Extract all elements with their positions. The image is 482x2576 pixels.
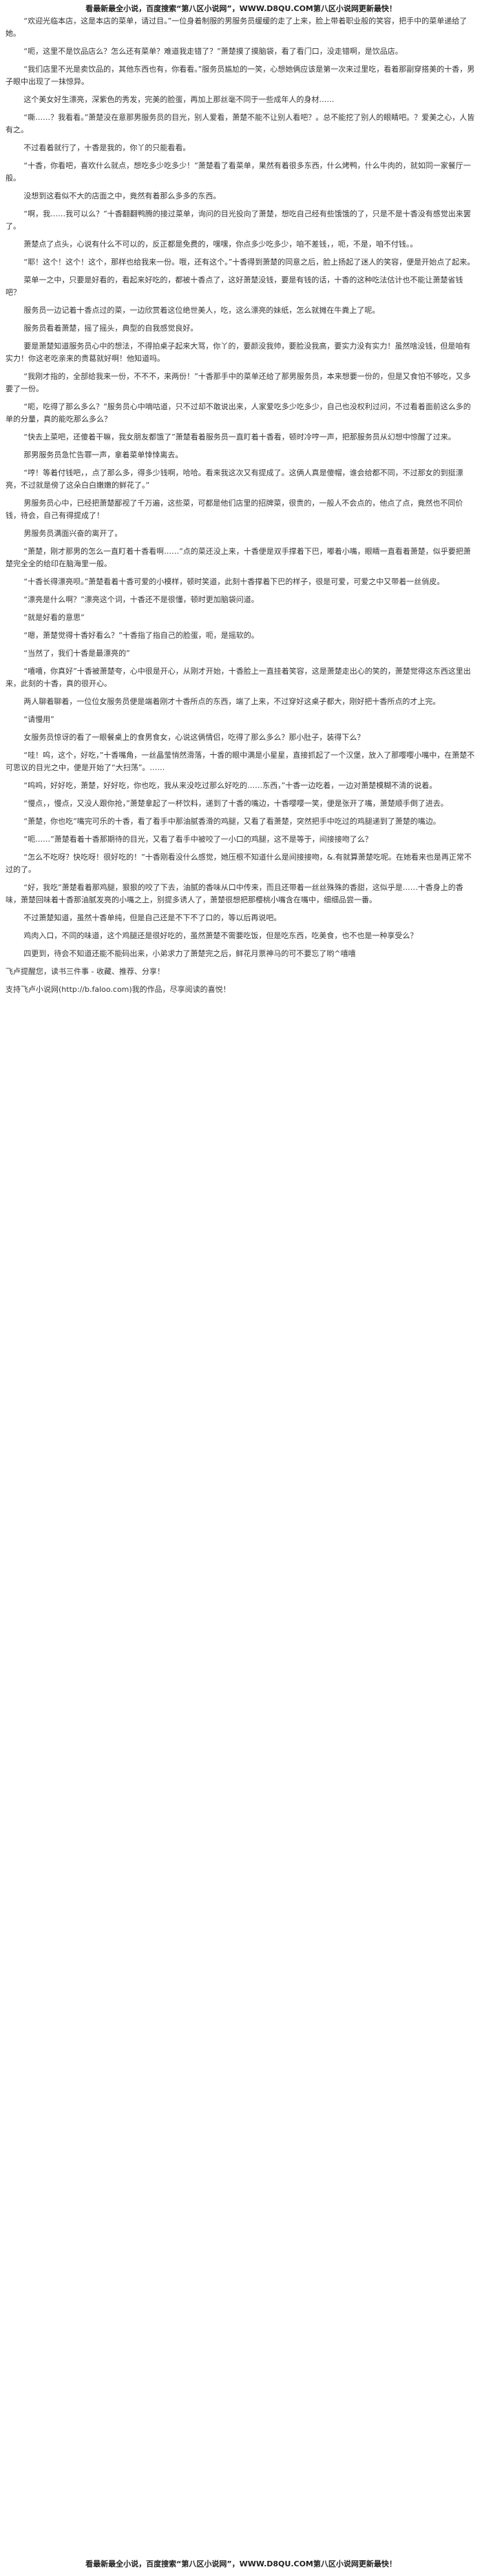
story-paragraph: “呃……”萧楚看着十香那期待的目光，又看了看手中被咬了一小口的鸡腿，这不是等于，… (23, 835, 373, 844)
story-paragraph: 不过萧楚知道，虽然十香单纯，但是自己还是不下不了口的，等以后再说吧。 (23, 913, 282, 922)
story-paragraph: 男服务员满面兴奋的离开了。 (23, 529, 123, 538)
story-paragraph: “嘶……？我看看。”萧楚没在意那男服务员的目光，别人爱看，萧楚不能不让别人看吧？… (6, 113, 475, 134)
story-paragraph: “漂亮是什么啊？”漂亮这个词，十香还不是很懂，顿时更加脑袋问道。 (23, 595, 259, 604)
reader-reminder: 飞卢提醒您，读书三件事 - 收藏、推荐、分享！ (6, 967, 165, 976)
story-paragraph: “十香长得漂亮呗。”萧楚看着十香可爱的小模样，顿时笑道，此刻十香撑着下巴的样子，… (23, 577, 445, 586)
story-paragraph: “哼！等着付钱吧，，点了那么多，得多少钱啊，哈哈。看来我这次又有提成了。这俩人真… (6, 468, 463, 490)
story-paragraph: “哇！呜，这个，好吃，”十香嘴角，一丝晶莹悄然滑落，十香的眼中满是小星星，直接抓… (6, 751, 475, 772)
story-paragraph: 没想到这看似不大的店面之中，竟然有着那么多多的东西。 (23, 191, 221, 200)
story-paragraph: “呃，吃得了那么多么？”服务员心中嘀咕道，只不过却不敢说出来，人家爱吃多少吃多少… (6, 402, 471, 424)
story-paragraph: “萧楚，你也吃”嘴完可乐的十香，看了看手中那油腻香滑的鸡腿，又看了看萧楚，突然把… (23, 817, 441, 826)
story-paragraph: “好，我吃”萧楚看着那鸡腿，狠狠的咬了下去，油腻的香味从口中传来，而且还带着一丝… (6, 883, 463, 904)
story-paragraph: 这个美女好生漂亮，深紫色的秀发，完美的脸蛋，再加上那丝毫不同于一些成年人的身材…… (23, 95, 335, 104)
story-paragraph: “就是好看的意思” (23, 613, 85, 622)
story-paragraph: “啊，我……我可以么？”十香翻翻鸭腾的接过菜单，询问的目光投向了萧楚，想吃自己经… (6, 209, 471, 231)
story-paragraph: 萧楚点了点头，心说有什么不可以的，反正都是免费的，嘿嘿，你点多少吃多少，咱不差钱… (23, 240, 418, 249)
story-paragraph: “耶！这个！这个！这个，那样也给我来一份。哦，还有这个。”十香得到萧楚的同意之后… (23, 258, 475, 267)
story-paragraph: 男服务员心中，已经把萧楚鄙视了千万遍，这些菜，可都是他们店里的招牌菜，很贵的，一… (6, 499, 463, 520)
chapter-body: “欢迎光临本店，这是本店的菜单，请过目。”一位身着制服的男服务员缓缓的走了上来，… (6, 15, 475, 1001)
story-paragraph: “十香，你看吧，喜欢什么就点，想吃多少吃多少！”萧楚看了看菜单，果然有着很多东西… (6, 161, 471, 183)
story-paragraph: “慢点，，慢点，又没人跟你抢，”萧楚拿起了一杯饮料，递到了十香的嘴边，十香嘤嘤一… (23, 799, 448, 808)
story-paragraph: “当然了，我们十香是最漂亮的” (23, 649, 130, 658)
story-paragraph: “萧楚，刚才那男的怎么一直盯着十香看啊……”点的菜还没上来，十香便是双手撑着下巴… (6, 547, 471, 568)
story-paragraph: “嗯，萧楚觉得十香好看么？”十香指了指自己的脸蛋，呃，是摇软的。 (23, 631, 259, 640)
site-banner-bottom: 看最新最全小说，百度搜索“第八区小说网”，WWW.D8QU.COM第八区小说网更… (85, 2559, 397, 2568)
story-paragraph: “请慢用” (23, 715, 54, 724)
story-paragraph: 服务员看着萧楚，摇了摇头，典型的自我感觉良好。 (23, 324, 198, 333)
story-paragraph: 那男服务员急忙告罪一声，拿着菜单悻悻离去。 (23, 450, 183, 459)
story-paragraph: “怎么不吃呀？快吃呀！很好吃的！”十香刚看没什么感觉，她压根不知道什么是间接接吻… (6, 853, 472, 874)
story-paragraph: 服务员一边记着十香点过的菜，一边欣赏着这位绝世美人，吃，这么漂亮的妹纸，怎么就摊… (23, 306, 380, 315)
story-paragraph: “呃，这里不是饮品店么？怎么还有菜单？难道我走错了？”萧楚摸了摸脑袋，看了看门口… (23, 47, 403, 56)
story-paragraph: “我刚才指的，全部给我来一份，不不不，来两份！”十香那手中的菜单还给了那男服务员… (6, 372, 471, 393)
story-paragraph: 鸡肉入口，不同的味道，这个鸡腿还是很好吃的，虽然萧楚不需要吃饭，但是吃东西，吃美… (23, 931, 418, 940)
site-banner-top: 看最新最全小说，百度搜索“第八区小说网”，WWW.D8QU.COM第八区小说网更… (85, 4, 397, 13)
story-paragraph: “嘻嘻，你真好”十香被萧楚夸，心中很是开心，从刚才开始，十香脸上一直挂着笑容，这… (6, 667, 471, 688)
story-paragraph: 要是萧楚知道服务员心中的想法，不得拍桌子起来大骂，你丫的，要颜没我帅，要脸没我高… (6, 342, 471, 363)
story-paragraph: 不过看着就行了，十香是我的，你丫的只能看看。 (23, 143, 191, 152)
story-paragraph: “我们店里不光是卖饮品的，其他东西也有，你看看。”服务员尴尬的一笑，心想她俩应该… (6, 65, 475, 86)
story-paragraph: “呜呜，好好吃，萧楚，好好吃，你也吃，我从来没吃过那么好吃的……东西，”十香一边… (23, 781, 437, 790)
publisher-note: 支持飞卢小说网(http://b.faloo.com)我的作品，尽享阅读的喜悦！ (6, 985, 231, 994)
story-paragraph: “欢迎光临本店，这是本店的菜单，请过目。”一位身着制服的男服务员缓缓的走了上来，… (6, 17, 468, 38)
story-paragraph: 女服务员惊讶的看了一眼餐桌上的食男食女，心说这俩情侣，吃得了那么多么？那小肚子，… (23, 733, 365, 742)
story-paragraph: 菜单一之中，只要是好看的，看起来好吃的，都被十香点了，这好萧楚没钱，要是有钱的话… (6, 276, 463, 297)
story-paragraph: “快去上菜吧，还傻着干嘛，我女朋友都饿了”萧楚看着服务员一直盯着十香看，顿时冷哼… (23, 433, 456, 442)
story-paragraph: 四更到，待会不知道还能不能码出来，小弟求力了萧楚完之后，鲜花月票神马的可不要忘了… (23, 949, 356, 958)
story-paragraph: 两人聊着聊着，一位位女服务员便是端着刚才十香所点的东西，端了上来，不过穿好这桌子… (23, 697, 441, 706)
